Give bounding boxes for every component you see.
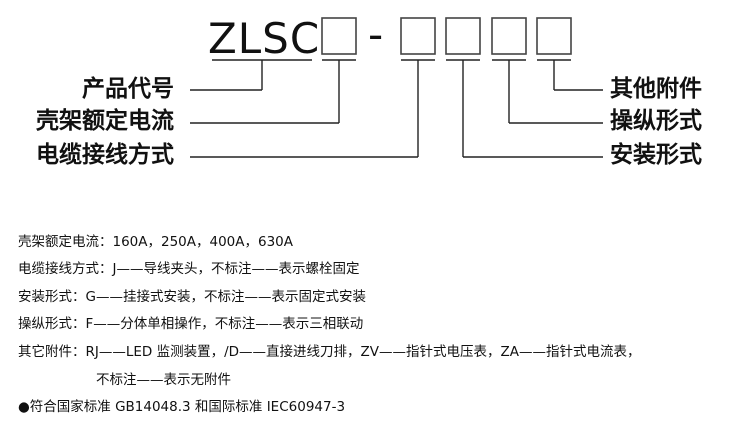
spec-standard: ●符合国家标准 GB14048.3 和国际标准 IEC60947-3 [18, 399, 346, 415]
model-dash: - [368, 10, 384, 59]
code-box-cable-connection [400, 17, 436, 55]
code-box-accessories [536, 17, 572, 55]
spec-operation: 操纵形式：F——分体单相操作，不标注——表示三相联动 [18, 316, 364, 332]
label-cable-connection: 电缆接线方式 [36, 142, 174, 168]
label-operation: 操纵形式 [610, 108, 702, 134]
spec-cable-connection: 电缆接线方式：J——导线夹头，不标注——表示螺栓固定 [18, 261, 360, 277]
spec-rated-current: 壳架额定电流：160A，250A，400A，630A [18, 234, 294, 250]
code-box-rated-current [321, 17, 357, 55]
spec-accessories-continued: 不标注——表示无附件 [96, 372, 231, 388]
label-accessories: 其他附件 [610, 76, 702, 102]
spec-mounting: 安装形式：G——挂接式安装，不标注——表示固定式安装 [18, 289, 366, 305]
code-box-operation [491, 17, 527, 55]
label-product-code: 产品代号 [82, 76, 174, 102]
model-code-diagram [190, 17, 603, 158]
spec-accessories: 其它附件：RJ——LED 监测装置，/D——直接进线刀排，ZV——指针式电压表，… [18, 344, 641, 360]
model-prefix: ZLSC [208, 14, 321, 63]
code-box-mounting [445, 17, 481, 55]
label-rated-current: 壳架额定电流 [36, 108, 174, 134]
label-mounting: 安装形式 [610, 142, 702, 168]
